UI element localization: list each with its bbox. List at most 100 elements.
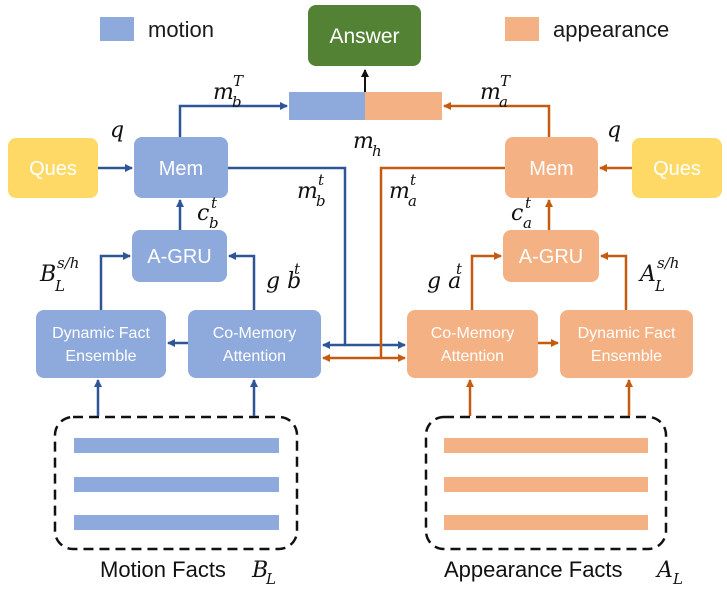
legend-motion-swatch	[100, 17, 134, 41]
appearance-dfe-to-agru-arrow	[600, 252, 628, 310]
motion-co-memory-attention-box	[188, 310, 321, 378]
label-gb-t: g b t	[266, 260, 301, 294]
svg-text:t: t	[525, 194, 532, 212]
label-A-L-sh: A L s/h	[638, 254, 679, 295]
svg-text:a: a	[523, 214, 532, 232]
motion-agru-label: A-GRU	[147, 246, 211, 268]
legend-appearance-label: appearance	[553, 17, 669, 42]
svg-text:Appearance Facts: Appearance Facts	[444, 557, 623, 582]
svg-text:t: t	[294, 260, 301, 278]
motion-arrows	[94, 102, 406, 416]
svg-text:B: B	[251, 558, 268, 583]
label-m-b-T: m b T	[213, 72, 244, 111]
svg-text:L: L	[265, 570, 276, 588]
svg-text:t: t	[410, 171, 417, 189]
svg-text:g b: g b	[266, 269, 301, 294]
svg-text:m: m	[297, 179, 318, 204]
svg-text:m: m	[213, 80, 234, 105]
motion-cma-label-line2: Attention	[223, 348, 286, 365]
svg-text:B: B	[39, 262, 56, 287]
appearance-ques-label: Ques	[653, 158, 701, 180]
appearance-facts-caption: Appearance Facts A L	[444, 557, 683, 588]
motion-cma-to-agru-arrow	[228, 252, 256, 310]
svg-text:t: t	[211, 194, 218, 212]
legend-appearance-swatch	[505, 17, 539, 41]
motion-ques-label: Ques	[29, 158, 77, 180]
svg-text:L: L	[654, 277, 665, 295]
svg-text:b: b	[232, 93, 242, 111]
memory-bar-appearance	[365, 92, 442, 120]
motion-fact-bar	[74, 477, 279, 492]
svg-text:s/h: s/h	[657, 254, 679, 272]
answer-box	[308, 5, 421, 66]
motion-fact-bar	[74, 515, 279, 530]
label-m-h: m h	[353, 129, 382, 160]
appearance-fact-bar	[444, 515, 648, 530]
appearance-mem-to-bar-arrow	[443, 102, 551, 137]
appearance-co-memory-attention-box	[407, 310, 538, 378]
svg-text:t: t	[318, 171, 325, 189]
memory-bar-motion	[289, 92, 365, 120]
motion-cma-label-line1: Co-Memory	[213, 325, 297, 342]
motion-dfe-label-line1: Dynamic Fact	[52, 325, 150, 342]
svg-text:T: T	[500, 72, 511, 90]
appearance-dfe-label-line1: Dynamic Fact	[578, 325, 676, 342]
appearance-agru-label: A-GRU	[519, 246, 583, 268]
svg-text:c: c	[511, 201, 523, 226]
label-q-motion: q	[110, 118, 124, 143]
appearance-fact-bar	[444, 477, 648, 492]
svg-text:A: A	[638, 262, 656, 287]
svg-text:m: m	[480, 80, 501, 105]
motion-mem-box	[134, 137, 228, 198]
appearance-mem-box	[505, 137, 598, 198]
svg-text:L: L	[672, 570, 683, 588]
svg-text:h: h	[372, 142, 382, 160]
motion-dynamic-fact-ensemble-box	[36, 310, 166, 378]
motion-ques-box	[8, 138, 98, 198]
motion-mem-label: Mem	[159, 158, 203, 180]
label-c-b-t: c b t	[197, 194, 219, 232]
appearance-mem-to-attention-arrow	[322, 166, 505, 362]
motion-facts-group	[53, 415, 299, 551]
label-m-a-T: m a T	[480, 72, 511, 111]
label-ga-t: g a t	[427, 260, 463, 294]
appearance-agru-box	[503, 230, 599, 282]
svg-text:T: T	[233, 72, 244, 90]
label-B-L-sh: B L s/h	[39, 254, 79, 295]
svg-text:m: m	[389, 179, 410, 204]
svg-text:s/h: s/h	[57, 254, 79, 272]
svg-text:g a: g a	[427, 269, 461, 294]
motion-mem-to-bar-arrow	[178, 102, 288, 137]
appearance-mem-label: Mem	[529, 158, 573, 180]
appearance-ques-box	[632, 138, 722, 198]
answer-label: Answer	[329, 25, 399, 48]
appearance-cma-label-line2: Attention	[441, 348, 504, 365]
svg-text:L: L	[54, 277, 65, 295]
appearance-cma-to-agru-arrow	[470, 252, 502, 310]
label-m-b-t: m b t	[297, 171, 326, 210]
svg-text:t: t	[456, 260, 463, 278]
svg-text:a: a	[499, 93, 508, 111]
motion-dfe-to-agru-arrow	[99, 252, 131, 310]
svg-text:b: b	[209, 214, 219, 232]
motion-dfe-label-line2: Ensemble	[65, 348, 136, 365]
svg-text:a: a	[408, 192, 417, 210]
svg-text:A: A	[655, 558, 673, 583]
appearance-cma-label-line1: Co-Memory	[431, 325, 515, 342]
appearance-dynamic-fact-ensemble-box	[560, 310, 693, 378]
appearance-facts-group	[424, 415, 668, 551]
motion-agru-box	[132, 230, 227, 282]
appearance-dfe-label-line2: Ensemble	[591, 348, 662, 365]
appearance-fact-bar	[444, 438, 648, 453]
svg-text:Motion Facts: Motion Facts	[100, 557, 226, 582]
label-m-a-t: m a t	[389, 171, 417, 210]
motion-facts-caption: Motion Facts B L	[100, 557, 276, 588]
label-c-a-t: c a t	[511, 194, 532, 232]
appearance-arrows	[322, 102, 633, 416]
svg-text:m: m	[353, 129, 374, 154]
label-q-appearance: q	[607, 118, 621, 143]
legend-motion-label: motion	[148, 17, 214, 42]
svg-text:c: c	[197, 201, 209, 226]
